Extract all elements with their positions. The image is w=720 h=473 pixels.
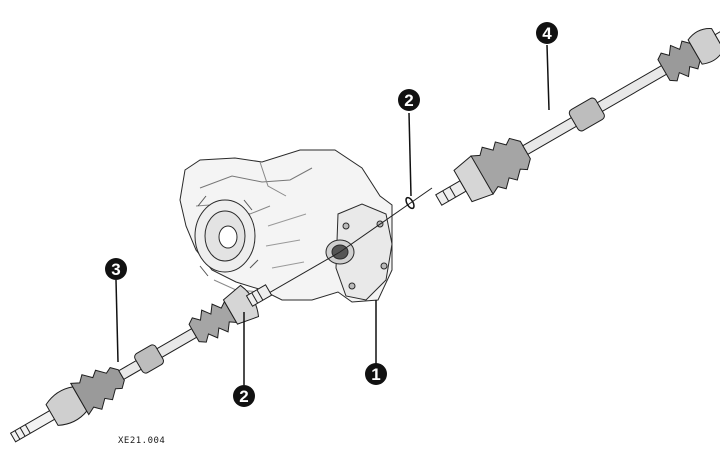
left-outer-stub xyxy=(9,409,57,443)
leader-line-4 xyxy=(546,44,550,111)
callout-3: 3 xyxy=(105,258,127,280)
callout-2b-label: 2 xyxy=(239,387,248,406)
leader-line-3 xyxy=(115,279,119,363)
left-drive-shaft xyxy=(9,284,273,443)
callout-3-label: 3 xyxy=(111,260,120,279)
callout-4: 4 xyxy=(536,22,558,44)
leader-lines xyxy=(115,44,550,385)
right-drive-shaft xyxy=(435,20,720,206)
reference-code: XE21.004 xyxy=(118,436,165,446)
right-outer-stub xyxy=(714,20,720,45)
callout-1-label: 1 xyxy=(371,365,380,384)
leader-line-2a xyxy=(408,112,412,197)
right-inner-boot xyxy=(470,137,531,196)
right-inner-stub xyxy=(435,180,467,206)
callout-1: 1 xyxy=(365,363,387,385)
callout-4-label: 4 xyxy=(542,24,552,43)
right-outer-cv-joint xyxy=(687,28,720,65)
left-outer-boot xyxy=(69,367,125,416)
callout-2a-label: 2 xyxy=(404,91,413,110)
callout-2a: 2 xyxy=(398,89,420,111)
transaxle-housing xyxy=(179,149,393,303)
left-inner-stub xyxy=(245,284,273,307)
left-damper xyxy=(134,344,164,374)
right-damper xyxy=(568,97,605,132)
callout-2b: 2 xyxy=(233,385,255,407)
snap-ring-right xyxy=(405,196,415,210)
